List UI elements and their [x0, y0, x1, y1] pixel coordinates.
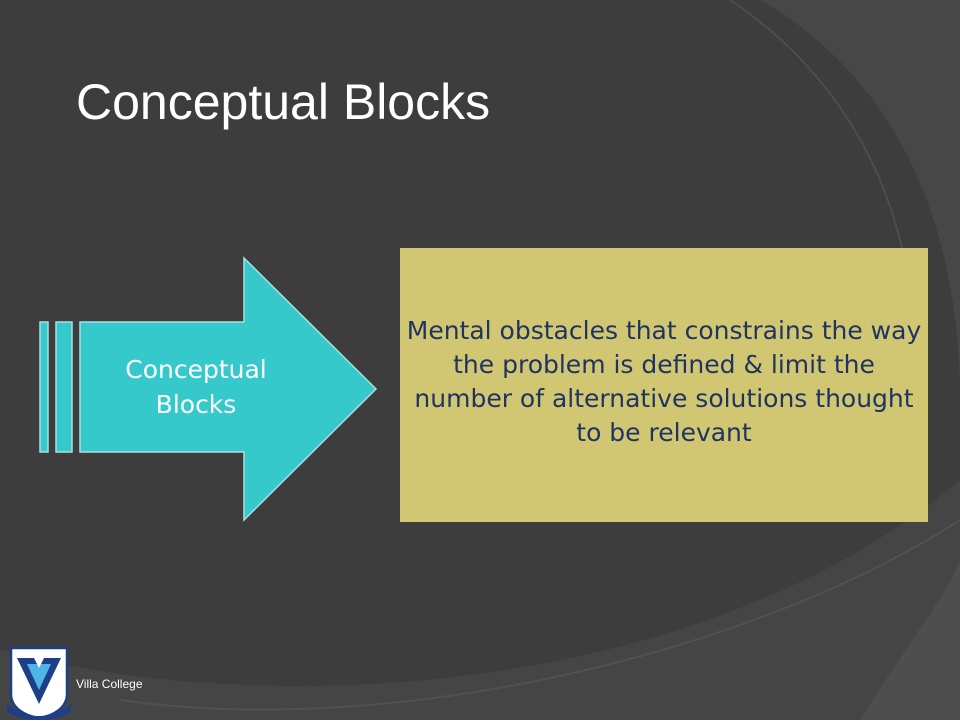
arrow-shape — [39, 256, 378, 522]
villa-college-logo — [7, 646, 71, 720]
definition-box: Mental obstacles that constrains the way… — [400, 248, 928, 522]
footer-institution: Villa College — [76, 677, 143, 691]
slide-title: Conceptual Blocks — [76, 74, 491, 130]
definition-text: Mental obstacles that constrains the way… — [406, 316, 922, 447]
arrow-label: Conceptual Blocks — [125, 355, 267, 419]
